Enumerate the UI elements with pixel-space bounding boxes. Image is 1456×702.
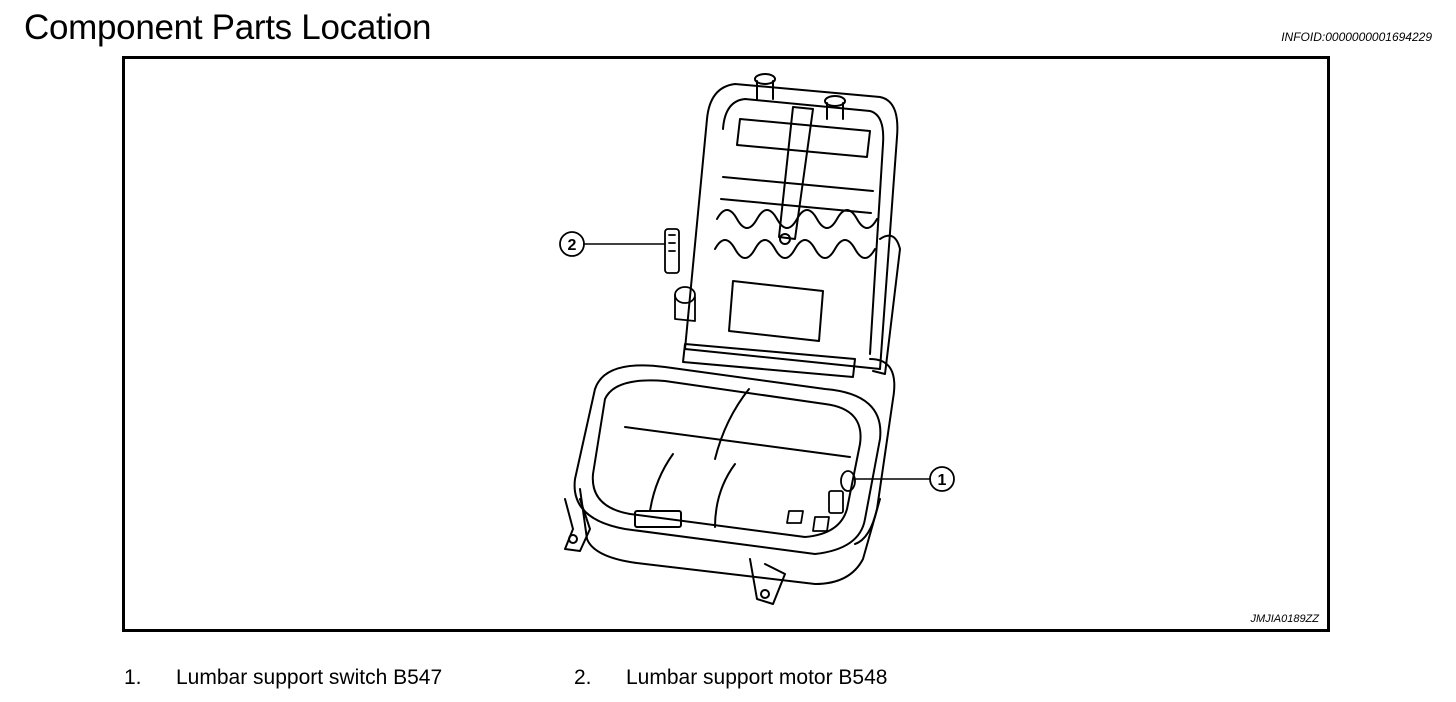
figure-code: JMJIA0189ZZ <box>1250 613 1319 625</box>
lumbar-pad <box>728 280 824 342</box>
info-id: INFOID:0000000001694229 <box>1281 30 1432 44</box>
lumbar-motor <box>664 228 696 322</box>
seatback-frame <box>684 83 899 370</box>
seat-cushion <box>573 364 882 555</box>
figure-frame: 2 1 JMJIA0189ZZ <box>122 56 1330 632</box>
legend-number: 2. <box>574 666 592 689</box>
seat-illustration: 2 1 <box>559 73 955 605</box>
callout-1-label: 1 <box>938 472 947 489</box>
callout-2-circle <box>559 231 585 257</box>
legend-label: Lumbar support motor B548 <box>626 666 888 689</box>
callout-1-circle <box>929 466 955 492</box>
seat-rails <box>564 498 786 605</box>
seat-springs-lower <box>714 239 876 259</box>
legend-label: Lumbar support switch B547 <box>176 666 443 689</box>
callout-2-label: 2 <box>568 237 577 254</box>
headrest-posts <box>754 73 846 120</box>
page-title: Component Parts Location <box>24 8 432 47</box>
legend-number: 1. <box>124 666 142 689</box>
center-strap <box>778 106 814 240</box>
seat-front <box>579 488 881 585</box>
lumbar-switch <box>786 470 856 532</box>
